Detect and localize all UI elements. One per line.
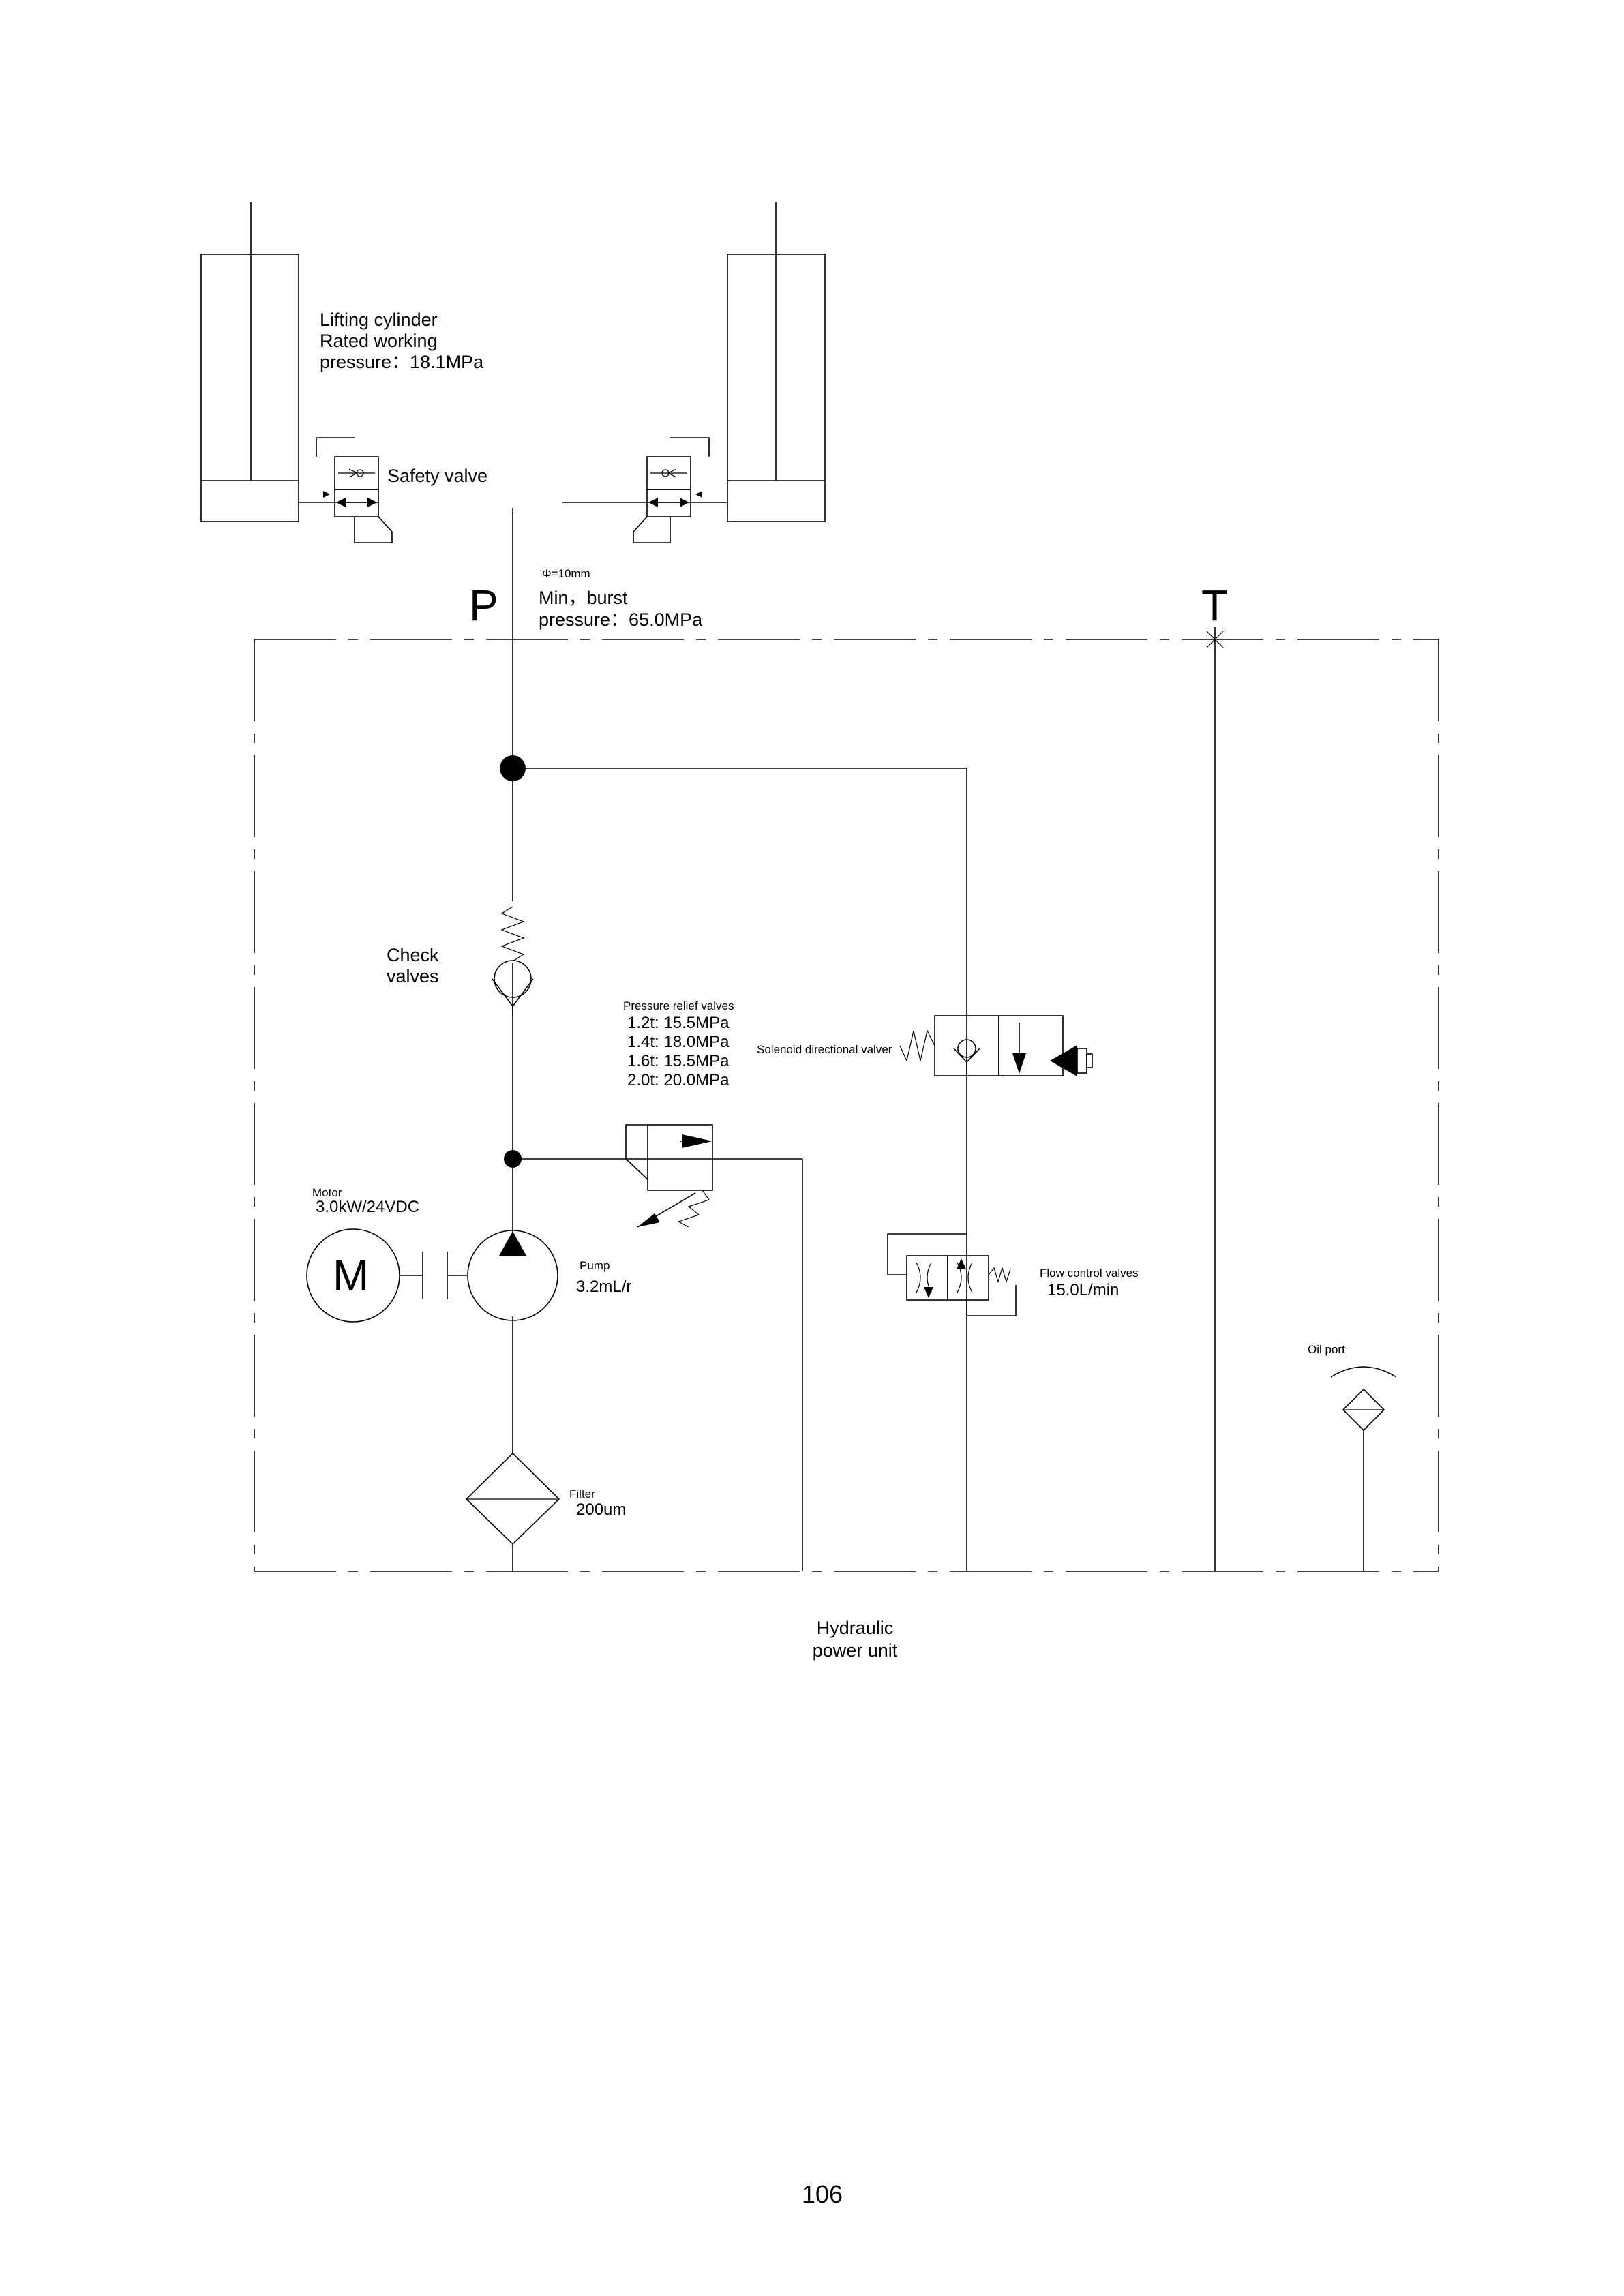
check-valve [492, 906, 534, 1016]
oil-port-label: Oil port [1308, 1343, 1345, 1356]
safety-valve-right [562, 437, 727, 543]
svg-text:Motor: Motor [312, 1186, 342, 1199]
svg-text:3.2mL/r: 3.2mL/r [576, 1278, 631, 1296]
port-p-label: P [469, 581, 498, 630]
pressure-line [500, 508, 967, 1571]
burst-pressure-label: Min，burst pressure：65.0MPa [539, 588, 703, 630]
svg-text:Check: Check [387, 945, 439, 965]
hydraulic-power-unit-label: Hydraulic power unit [813, 1618, 898, 1661]
svg-text:2.0t: 20.0MPa: 2.0t: 20.0MPa [627, 1071, 730, 1089]
svg-text:pressure：65.0MPa: pressure：65.0MPa [539, 609, 703, 630]
pump [467, 1230, 558, 1321]
svg-text:1.4t: 18.0MPa: 1.4t: 18.0MPa [627, 1033, 730, 1051]
svg-text:Pressure relief valves: Pressure relief valves [623, 999, 734, 1012]
port-t-label: T [1201, 581, 1228, 630]
svg-text:Hydraulic: Hydraulic [817, 1618, 894, 1638]
filter [465, 1452, 560, 1545]
svg-text:Min，burst: Min，burst [539, 588, 628, 608]
safety-valve-left [299, 437, 393, 543]
svg-text:Pump: Pump [580, 1259, 610, 1272]
svg-text:Flow control valves: Flow control valves [1040, 1267, 1139, 1280]
lifting-cylinder-label: Lifting cylinder Rated working pressure：… [320, 309, 484, 372]
motor-symbol: M [333, 1251, 369, 1300]
svg-text:power unit: power unit [813, 1640, 898, 1661]
svg-text:1.2t: 15.5MPa: 1.2t: 15.5MPa [627, 1014, 730, 1032]
svg-text:pressure：18.1MPa: pressure：18.1MPa [320, 352, 484, 372]
motor-label: Motor 3.0kW/24VDC [312, 1186, 419, 1216]
lifting-cylinder-left [200, 202, 299, 522]
svg-text:1.6t: 15.5MPa: 1.6t: 15.5MPa [627, 1052, 730, 1070]
pump-label: Pump 3.2mL/r [576, 1259, 631, 1296]
lifting-cylinder-right [727, 202, 826, 522]
page-number: 106 [802, 2180, 843, 2208]
safety-valve-label: Safety valve [387, 466, 487, 486]
power-unit-boundary [254, 639, 1439, 1572]
check-valves-label: Check valves [387, 945, 439, 986]
oil-port [1330, 1366, 1397, 1571]
hose-diameter-label: Φ=10mm [542, 567, 590, 580]
pressure-relief-valve [625, 1124, 803, 1571]
svg-text:Lifting cylinder: Lifting cylinder [320, 309, 438, 330]
svg-text:200um: 200um [576, 1500, 626, 1519]
motor [306, 1228, 467, 1323]
solenoid-valve-label: Solenoid directional valver [757, 1043, 892, 1056]
flow-control-valve [887, 1233, 1017, 1316]
svg-text:3.0kW/24VDC: 3.0kW/24VDC [316, 1198, 419, 1216]
svg-text:Rated working: Rated working [320, 331, 438, 351]
pressure-relief-label: Pressure relief valves 1.2t: 15.5MPa 1.4… [623, 999, 734, 1089]
svg-text:Filter: Filter [569, 1487, 595, 1500]
filter-label: Filter 200um [569, 1487, 626, 1519]
flow-control-label: Flow control valves 15.0L/min [1040, 1267, 1139, 1299]
tank-line [1206, 627, 1224, 1571]
solenoid-directional-valve [899, 1015, 1093, 1076]
svg-text:valves: valves [387, 966, 439, 986]
svg-text:15.0L/min: 15.0L/min [1047, 1281, 1119, 1299]
